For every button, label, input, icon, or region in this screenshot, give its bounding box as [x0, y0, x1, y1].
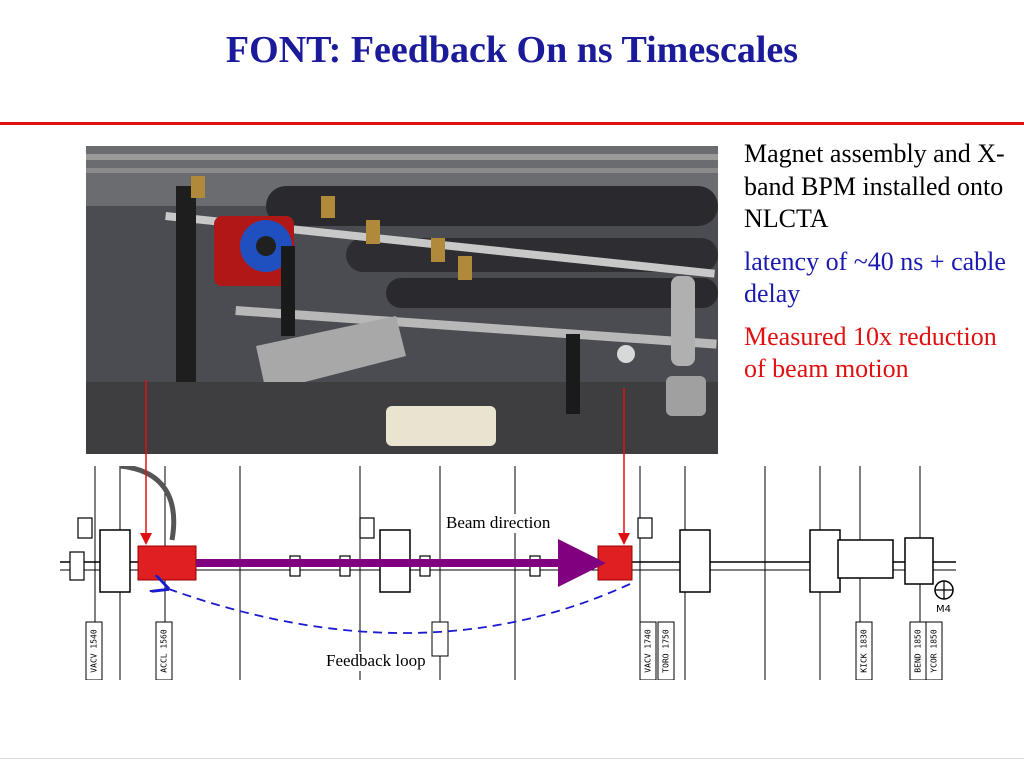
slide-title: FONT: Feedback On ns Timescales	[225, 29, 799, 71]
element-label: ACCL 1560	[160, 629, 169, 673]
element-label: KICK 1830	[860, 629, 869, 673]
beam-direction-label: Beam direction	[446, 513, 551, 533]
element-label: YCOR 1850	[930, 629, 939, 673]
title-divider	[0, 122, 1024, 125]
latency-note: latency of ~40 ns + cable delay	[744, 246, 1006, 309]
element-label: VACV 1540	[90, 629, 99, 673]
feedback-loop-label: Feedback loop	[326, 651, 426, 671]
result-note: Measured 10x reduction of beam motion	[744, 321, 997, 384]
marker-label: M4	[936, 604, 951, 615]
installation-note: Magnet assembly and X-band BPM installed…	[744, 139, 1005, 233]
element-label: VACV 1740	[644, 629, 653, 673]
element-label: TORO 1750	[662, 629, 671, 673]
text-column: Magnet assembly and X-band BPM installed…	[744, 138, 1014, 396]
beamline-photo	[86, 146, 718, 454]
element-label: BEND 1850	[914, 629, 923, 673]
footer-divider	[0, 758, 1024, 759]
beamline-schematic: VACV 1540 ACCL 1560 VACV 1740 TORO 1750 KICK…	[60, 466, 956, 680]
